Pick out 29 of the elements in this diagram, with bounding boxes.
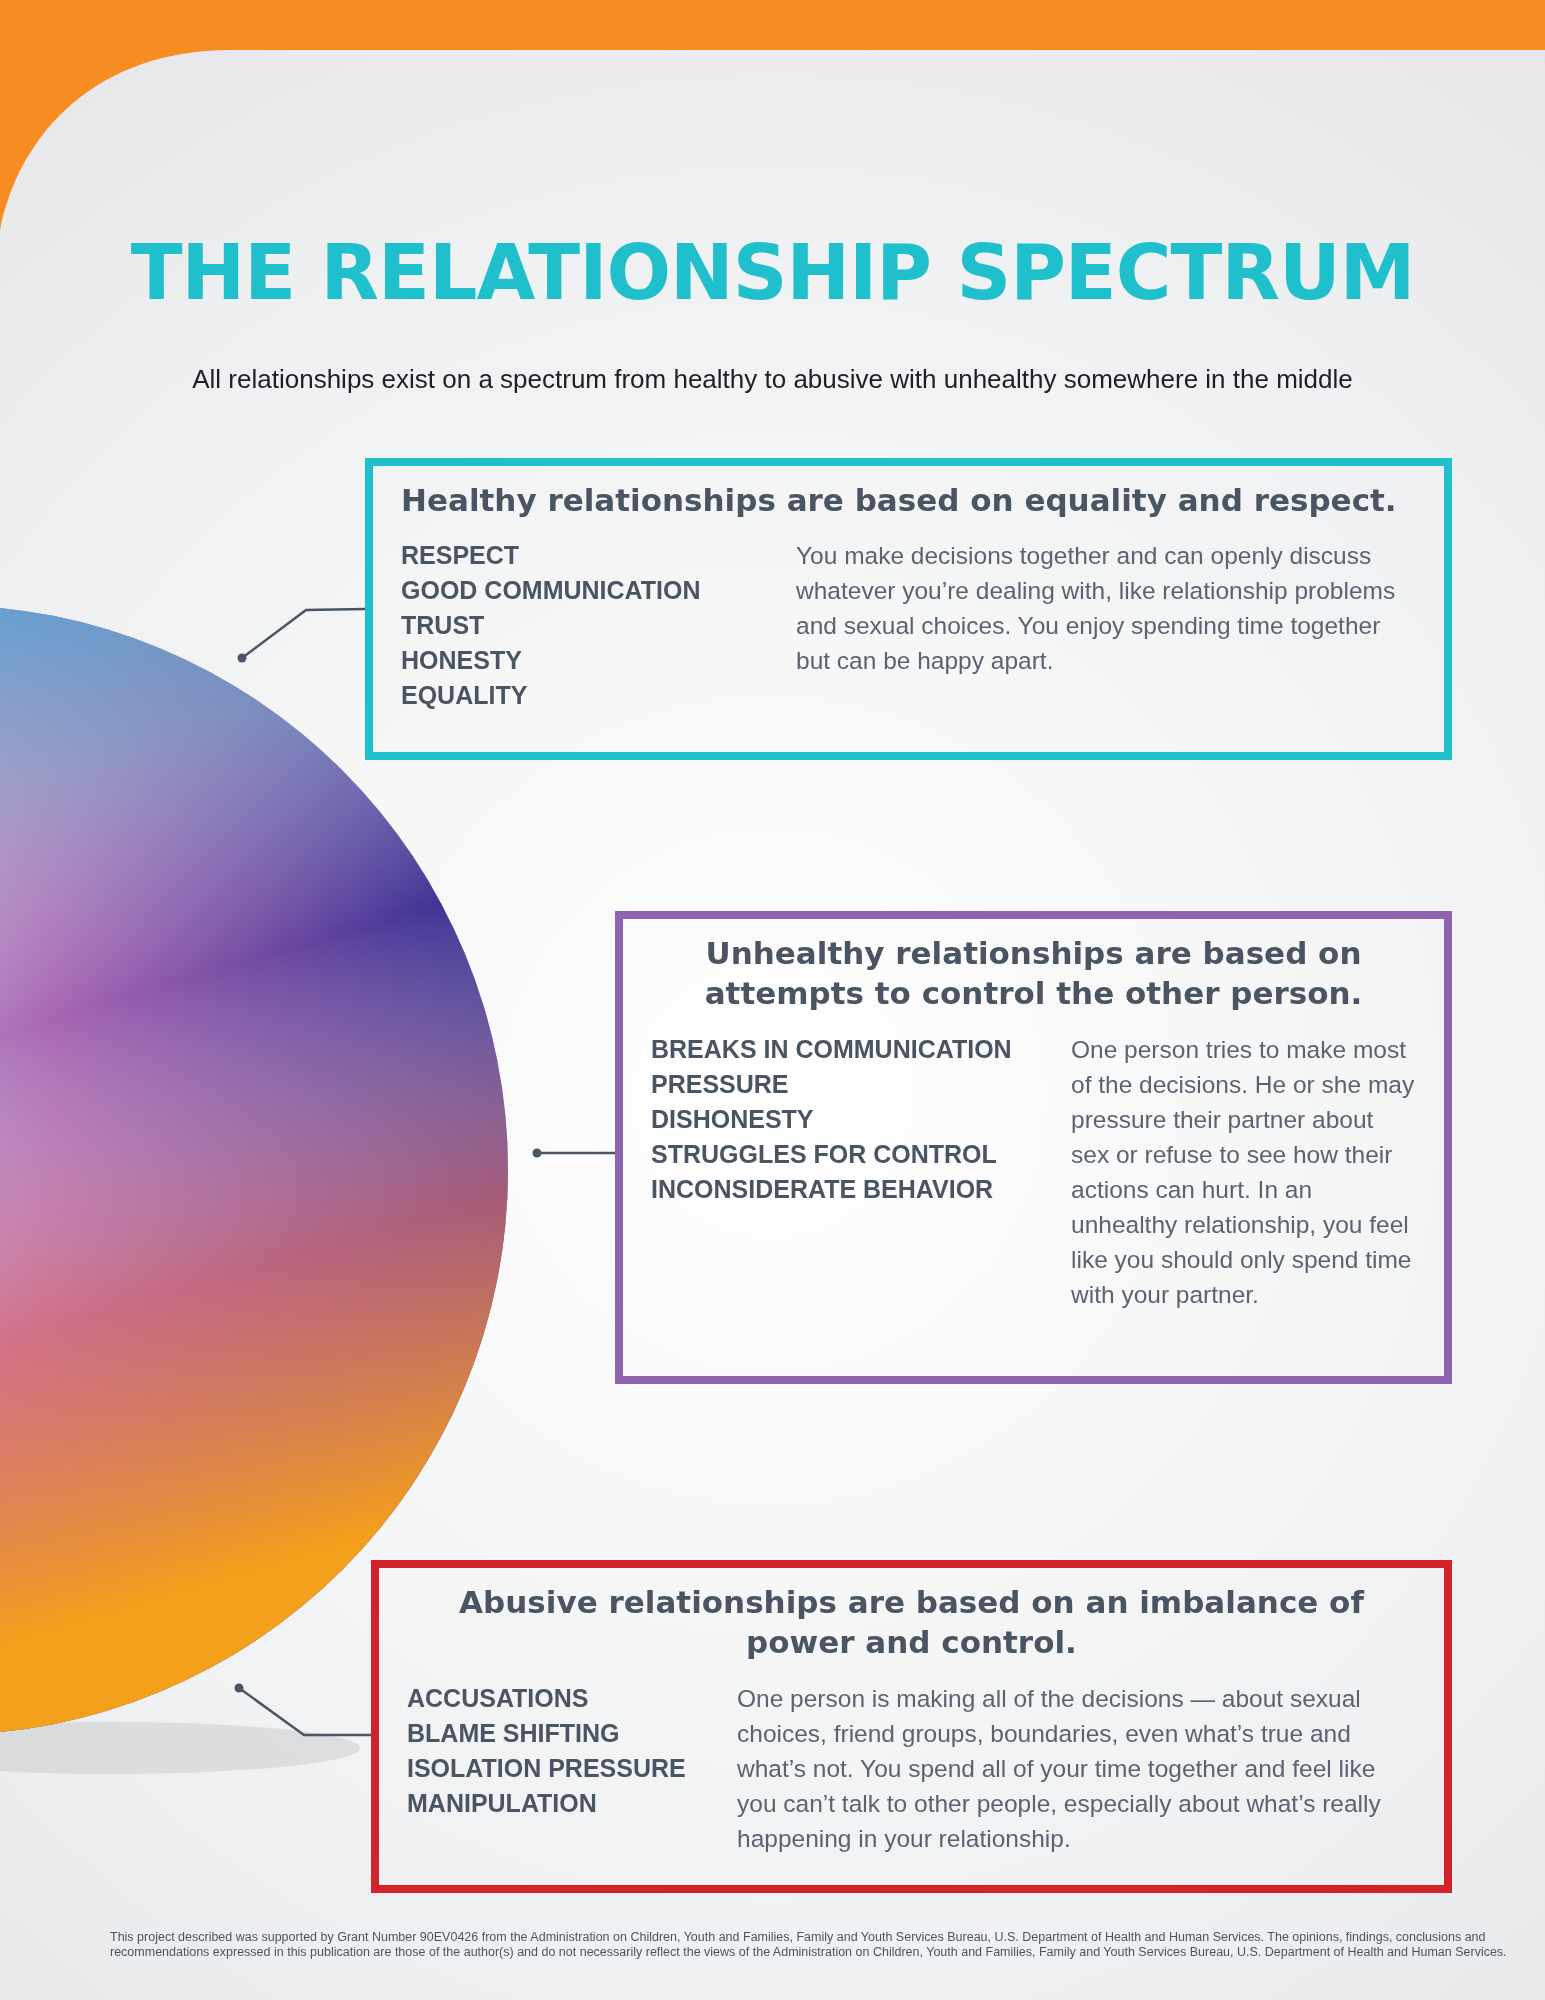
box-heading: Unhealthy relationships are based on attempts to control the other person.	[703, 934, 1364, 1014]
list-item: ACCUSATIONS	[407, 1682, 590, 1714]
list-item: HONESTY	[401, 645, 523, 677]
leader-line	[532, 1148, 615, 1158]
list-item: EQUALITY	[401, 680, 529, 712]
description-text: You make decisions together and can openly discuss whatever you’re dealing with, like relationship problems and sexual choices. You enjoy spending time together but can be happy apart.	[796, 541, 1397, 677]
list-item: STRUGGLES FOR CONTROL	[651, 1138, 998, 1170]
category-box	[365, 458, 1452, 760]
list-item: PRESSURE	[651, 1068, 790, 1100]
list-item: TRUST	[401, 610, 486, 642]
funding-note: This project described was supported by Grant Number 90EV0426 from the Administration on Children, Youth and Families, Family and Youth Services Bureau, U.S. Department of Health and Human Services. The opinions, findings, conclusions and recommendations expressed in this publication are those of the author(s) and do not necessarily reflect the views of the Administration on Children, Youth and Families, Family and Youth Services Bureau, U.S. Department of Health and Human Services.	[110, 1930, 1508, 1960]
list-item: GOOD COMMUNICATION	[401, 575, 702, 607]
category-box	[371, 1560, 1452, 1893]
leader-line	[234, 1683, 371, 1737]
leader-line	[237, 607, 366, 663]
list-item: MANIPULATION	[407, 1787, 598, 1819]
list-item: RESPECT	[401, 540, 521, 572]
list-item: BREAKS IN COMMUNICATION	[651, 1033, 1013, 1065]
list-item: DISHONESTY	[651, 1103, 815, 1135]
subtitle: All relationships exist on a spectrum from healthy to abusive with unhealthy somewhere in the middle	[191, 363, 1354, 396]
description-text: One person is making all of the decisions — about sexual choices, friend groups, boundaries, even what’s true and what’s not. You spend all of your time together and feel like you can’t talk to other people, especially about what’s really happening in your relationship.	[737, 1683, 1382, 1854]
category-box	[615, 911, 1452, 1384]
list-item: BLAME SHIFTING	[407, 1717, 621, 1749]
list-item: ISOLATION PRESSURE	[407, 1752, 687, 1784]
box-heading: Abusive relationships are based on an imbalance of power and control.	[458, 1583, 1366, 1663]
description-text: One person tries to make most of the decisions. He or she may pressure their partner about sex or refuse to see how their actions can hurt. In an unhealthy relationship, you feel like you should only spend time with your partner.	[1071, 1034, 1416, 1310]
page-title: THE RELATIONSHIP SPECTRUM	[129, 228, 1416, 318]
box-heading: Healthy relationships are based on equality and respect.	[401, 481, 1398, 520]
list-item: INCONSIDERATE BEHAVIOR	[651, 1173, 995, 1205]
